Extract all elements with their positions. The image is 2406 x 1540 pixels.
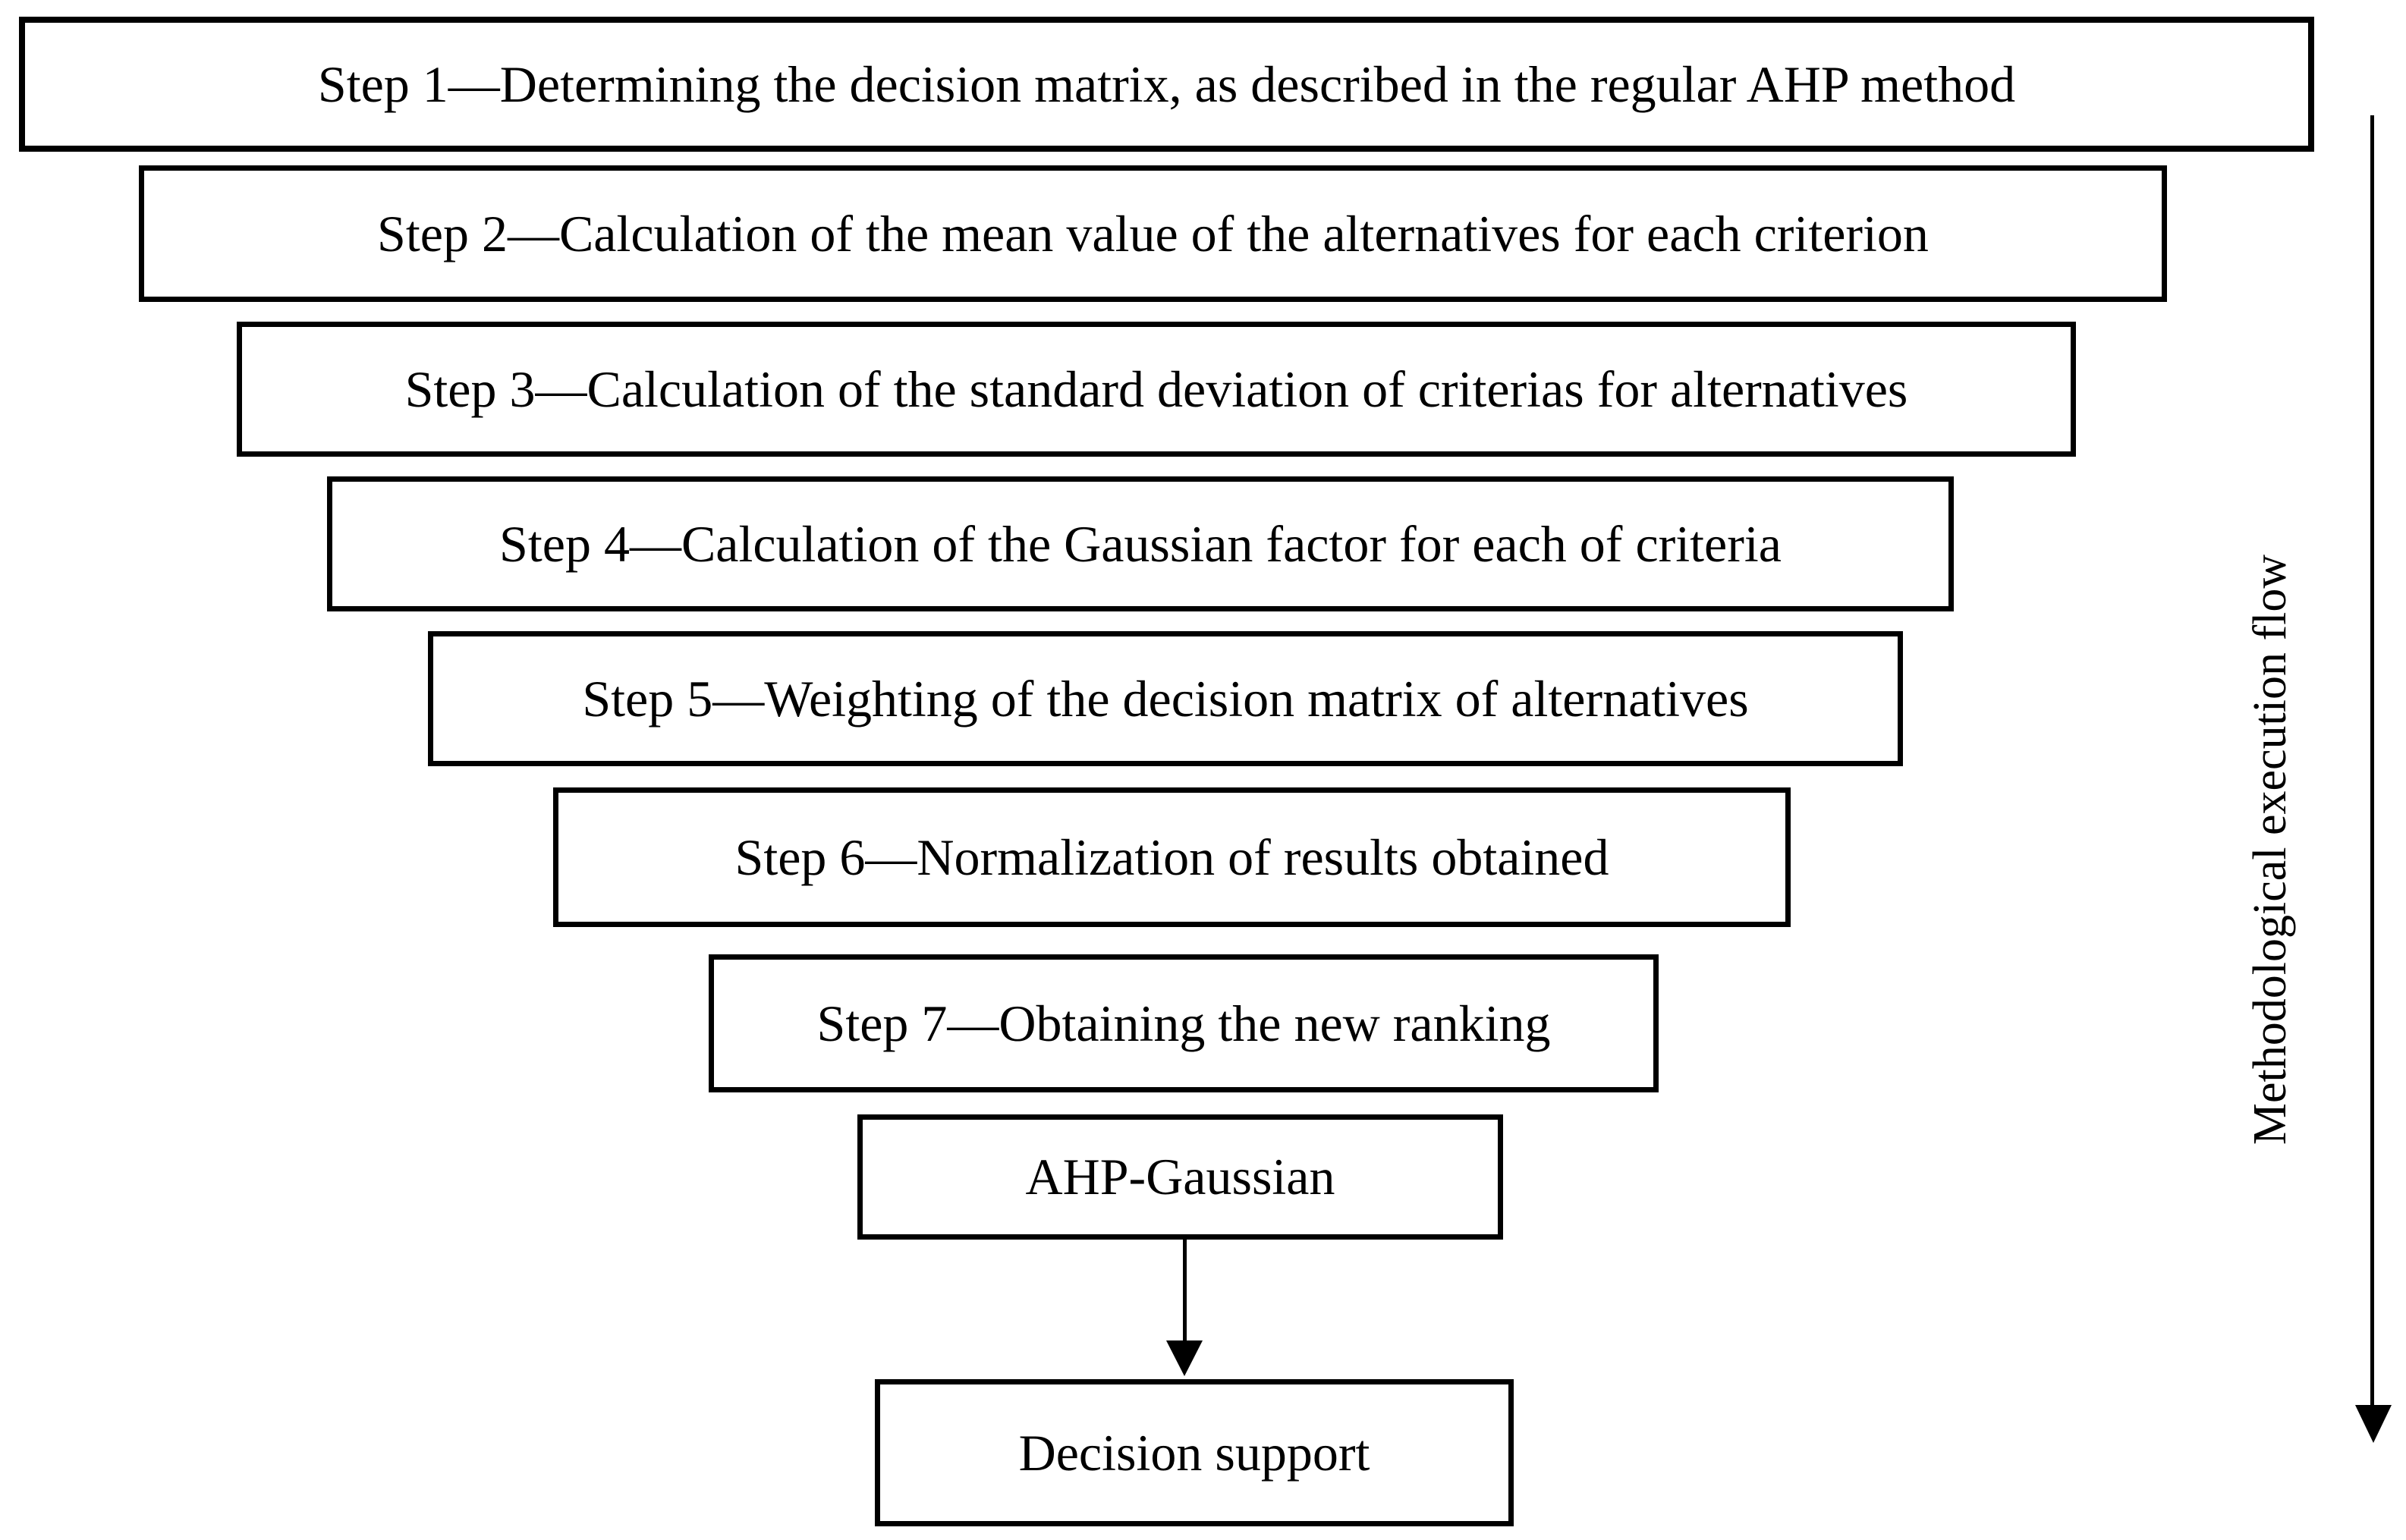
step-3-box: Step 3—Calculation of the standard devia… xyxy=(237,322,2076,457)
step-4-box: Step 4—Calculation of the Gaussian facto… xyxy=(327,476,1954,611)
step-2-box: Step 2—Calculation of the mean value of … xyxy=(139,165,2167,302)
step-5-box: Step 5—Weighting of the decision matrix … xyxy=(428,631,1903,766)
down-arrowhead-icon xyxy=(1166,1340,1203,1376)
flow-arrowhead-icon xyxy=(2355,1405,2392,1443)
flow-arrow-line xyxy=(2370,115,2374,1406)
ahp-gaussian-box: AHP-Gaussian xyxy=(857,1114,1503,1240)
step-7-box: Step 7—Obtaining the new ranking xyxy=(709,954,1659,1092)
down-arrow-line xyxy=(1183,1240,1187,1341)
step-6-box: Step 6—Normalization of results obtained xyxy=(553,787,1791,927)
decision-support-box: Decision support xyxy=(875,1379,1514,1526)
step-1-box: Step 1—Determining the decision matrix, … xyxy=(19,17,2314,152)
side-axis-label: Methodological execution flow xyxy=(2244,554,2296,1146)
